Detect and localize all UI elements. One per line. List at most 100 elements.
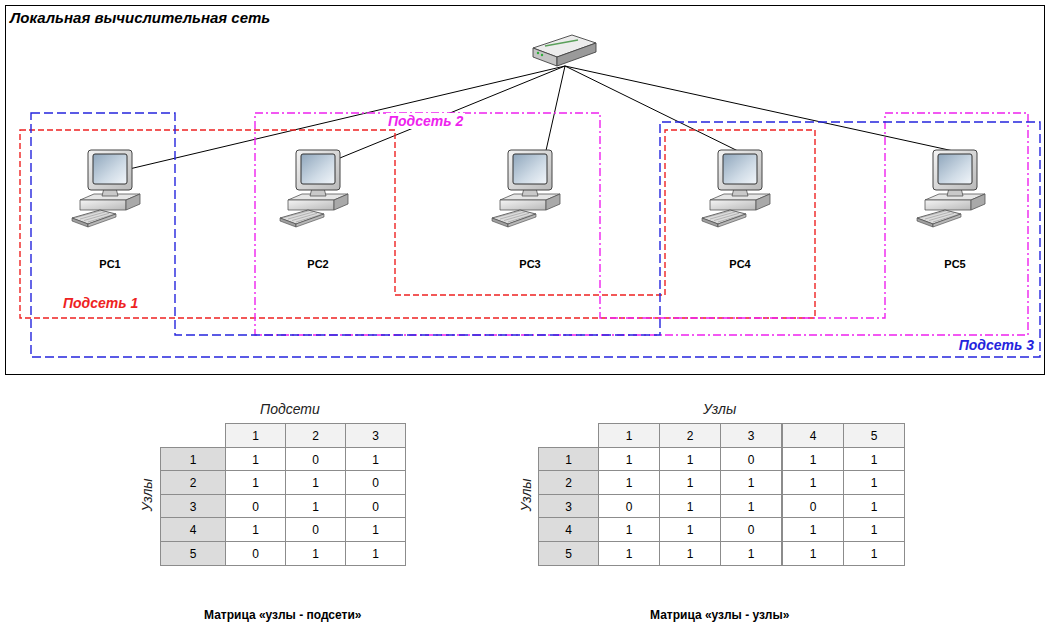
matrix-cell: 1 [843, 494, 905, 519]
matrix-cell: 0 [720, 447, 782, 472]
frame-title: Локальная вычислительная сеть [10, 9, 270, 26]
computer-label: PC2 [268, 258, 368, 270]
computer-node: PC4 [690, 140, 790, 275]
computer-node: PC2 [268, 140, 368, 275]
row-header: 5 [160, 541, 226, 566]
network-frame: Локальная вычислительная сетьПодсеть 1 По… [5, 5, 1045, 375]
matrix-cell: 0 [345, 494, 406, 519]
computer-node: PC3 [480, 140, 580, 275]
row-header: 4 [538, 517, 599, 542]
row-header: 1 [538, 447, 599, 472]
computer-node: PC5 [905, 140, 1005, 275]
computer-icon [700, 148, 780, 228]
subnet-outline [253, 111, 1030, 337]
matrix-cell: 1 [659, 517, 721, 542]
row-header: 2 [538, 470, 599, 495]
computer-node: PC1 [60, 140, 160, 275]
matrix-cell: 1 [598, 517, 660, 542]
axis-label: Узлы [518, 478, 534, 511]
column-header: 1 [598, 423, 660, 448]
matrix-cell: 1 [843, 447, 905, 472]
column-header: 2 [659, 423, 721, 448]
matrix-cell: 1 [225, 447, 286, 472]
subnet-region: Подсеть 3 [29, 111, 1042, 359]
matrix-cell: 1 [285, 470, 346, 495]
matrix-cell: 1 [598, 447, 660, 472]
computer-shape [702, 150, 770, 227]
matrix-cell: 1 [843, 541, 905, 566]
row-header: 4 [160, 517, 226, 542]
computer-label: PC1 [60, 258, 160, 270]
row-header: 3 [160, 494, 226, 519]
matrix-cell: 1 [782, 470, 844, 495]
cable [545, 66, 565, 155]
computer-label: PC4 [690, 258, 790, 270]
computer-label: PC3 [480, 258, 580, 270]
column-header: 3 [345, 423, 406, 448]
matrix-cell: 1 [345, 517, 406, 542]
subnet-outline [29, 111, 1042, 359]
computer-shape [72, 150, 140, 227]
matrix-cell: 1 [659, 447, 721, 472]
cable [125, 66, 565, 170]
matrix-cell: 1 [720, 470, 782, 495]
subnet-border [20, 130, 815, 318]
matrix-cell: 1 [345, 447, 406, 472]
computer-icon [278, 148, 358, 228]
matrix-cell: 1 [659, 470, 721, 495]
matrix-cell: 1 [720, 541, 782, 566]
matrix-cell: 0 [720, 517, 782, 542]
matrix-cell: 1 [782, 541, 844, 566]
computer-label: PC5 [905, 258, 1005, 270]
cable [565, 66, 958, 152]
column-header: 4 [782, 423, 844, 448]
matrix-cell: 1 [598, 541, 660, 566]
column-header: 3 [720, 423, 782, 448]
matrix-cell: 1 [285, 541, 346, 566]
axis-label: Узлы [139, 478, 155, 511]
matrix-cell: 0 [345, 470, 406, 495]
row-header: 2 [160, 470, 226, 495]
computer-icon [915, 148, 995, 228]
matrix-cell: 0 [225, 541, 286, 566]
subnet-region: Подсеть 2 [253, 111, 1030, 337]
computer-icon [490, 148, 570, 228]
matrix-cell: 0 [285, 447, 346, 472]
matrix-cell: 1 [843, 517, 905, 542]
table-heading: Подсети [260, 401, 320, 417]
computer-shape [917, 150, 985, 227]
matrix-cell: 1 [843, 470, 905, 495]
matrix-cell: 1 [225, 470, 286, 495]
switch-icon [533, 35, 596, 66]
column-header: 2 [285, 423, 346, 448]
matrix-cell: 1 [659, 494, 721, 519]
subnet-label: Подсеть 1 [61, 295, 140, 311]
matrix-cell: 1 [225, 517, 286, 542]
matrix-cell: 1 [659, 541, 721, 566]
cable [565, 66, 740, 152]
computer-shape [280, 150, 348, 227]
matrix-cell: 1 [598, 470, 660, 495]
row-header: 3 [538, 494, 599, 519]
row-header: 1 [160, 447, 226, 472]
matrix-cell: 0 [285, 517, 346, 542]
matrix-cell: 1 [345, 541, 406, 566]
column-header: 1 [225, 423, 286, 448]
computer-icon [70, 148, 150, 228]
table-caption: Матрица «узлы - подсети» [204, 608, 361, 622]
subnet-border [31, 113, 1040, 357]
subnet-label: Подсеть 2 [386, 113, 465, 129]
matrix-cell: 0 [598, 494, 660, 519]
column-header: 5 [843, 423, 905, 448]
table-heading: Узлы [703, 401, 736, 417]
matrix-cell: 0 [225, 494, 286, 519]
matrix-cell: 0 [782, 494, 844, 519]
subnet-border [255, 113, 1028, 335]
matrix-cell: 1 [285, 494, 346, 519]
subnet-region: Подсеть 1 [18, 128, 817, 320]
matrix-cell: 1 [720, 494, 782, 519]
subnet-label: Подсеть 3 [957, 337, 1036, 353]
computer-shape [492, 150, 560, 227]
table-caption: Матрица «узлы - узлы» [650, 608, 789, 622]
